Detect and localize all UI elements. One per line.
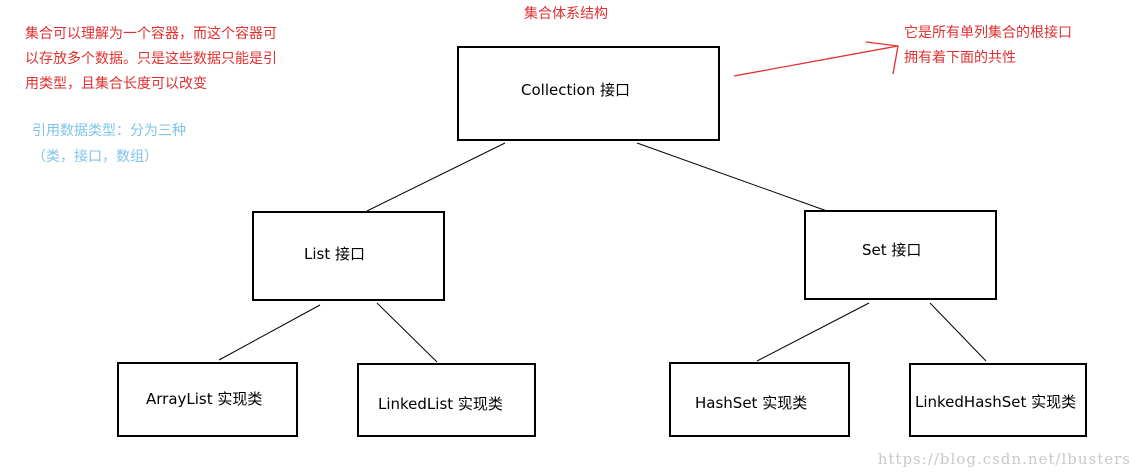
node-set: Set 接口	[804, 210, 997, 300]
node-linkedlist-label: LinkedList 实现类	[378, 395, 503, 413]
reference-types-line-1: 引用数据类型：分为三种	[32, 123, 186, 139]
node-collection: Collection 接口	[457, 46, 720, 141]
node-hashset-label: HashSet 实现类	[695, 394, 808, 412]
watermark: https://blog.csdn.net/lbusters	[877, 450, 1131, 468]
node-list: List 接口	[252, 211, 445, 301]
edge-set-hashset	[756, 302, 870, 362]
root-interface-note: 它是所有单列集合的根接口 拥有着下面的共性	[904, 21, 1072, 71]
diagram-title: 集合体系结构	[524, 6, 608, 22]
node-linkedlist: LinkedList 实现类	[357, 363, 536, 437]
collection-description-line-2: 以存放多个数据。只是这些数据只能是引	[25, 51, 277, 67]
node-linkedhashset-label: LinkedHashSet 实现类	[915, 393, 1077, 411]
root-interface-line-1: 它是所有单列集合的根接口	[904, 25, 1072, 41]
node-set-label: Set 接口	[862, 241, 922, 259]
node-arraylist-label: ArrayList 实现类	[146, 390, 263, 408]
root-interface-line-2: 拥有着下面的共性	[904, 50, 1016, 66]
edge-set-linkedhashset	[929, 302, 987, 362]
edge-list-linkedlist	[376, 302, 438, 363]
node-hashset: HashSet 实现类	[669, 362, 850, 437]
reference-types-note: 引用数据类型：分为三种 （类，接口，数组）	[32, 118, 186, 170]
node-collection-label: Collection 接口	[521, 81, 630, 99]
red-arrow	[733, 41, 899, 77]
edge-list-arraylist	[218, 304, 321, 361]
collection-description: 集合可以理解为一个容器，而这个容器可 以存放多个数据。只是这些数据只能是引 用类…	[25, 22, 277, 97]
node-linkedhashset: LinkedHashSet 实现类	[909, 363, 1087, 437]
reference-types-line-2: （类，接口，数组）	[32, 149, 158, 165]
collection-description-line-1: 集合可以理解为一个容器，而这个容器可	[25, 26, 277, 42]
collection-description-line-3: 用类型，且集合长度可以改变	[25, 76, 207, 92]
edge-collection-list	[366, 142, 506, 212]
node-list-label: List 接口	[304, 245, 365, 263]
node-arraylist: ArrayList 实现类	[117, 362, 298, 437]
edge-collection-set	[636, 142, 828, 212]
